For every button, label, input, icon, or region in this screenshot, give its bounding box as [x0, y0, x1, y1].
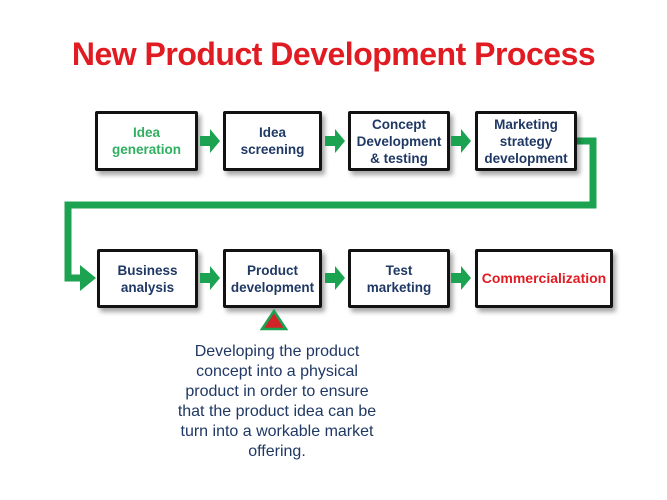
- stage-label-test-marketing: Test marketing: [366, 262, 432, 295]
- red-triangle-pointer-icon: [259, 308, 289, 331]
- page-title: New Product Development Process: [71, 36, 596, 72]
- stage-box-product-development: Product development: [223, 249, 322, 308]
- stage-box-business-analysis: Business analysis: [97, 249, 198, 308]
- flow-arrow-icon: [451, 129, 471, 153]
- stage-label-business-analysis: Business analysis: [117, 262, 178, 295]
- stage-label-idea-screening: Idea screening: [240, 125, 305, 157]
- flow-arrow-icon: [200, 129, 220, 153]
- stage-box-concept-development-testing: Concept Development & testing: [348, 111, 450, 171]
- stage-box-idea-generation: Idea generation: [95, 111, 198, 171]
- stage-box-commercialization: Commercialization: [475, 249, 613, 308]
- flow-arrow-icon: [325, 266, 345, 290]
- flow-arrow-icon: [451, 266, 471, 290]
- product-development-annotation: Developing the product concept into a ph…: [177, 343, 377, 460]
- stage-box-marketing-strategy-development: Marketing strategy development: [475, 111, 577, 171]
- stage-label-commercialization: Commercialization: [481, 270, 607, 286]
- stage-label-idea-generation: Idea generation: [111, 125, 181, 157]
- flow-arrow-icon: [325, 129, 345, 153]
- stage-label-product-development: Product development: [230, 262, 315, 295]
- flow-arrow-icon: [200, 266, 220, 290]
- stage-label-marketing-strategy-development: Marketing strategy development: [484, 116, 568, 166]
- stage-box-idea-screening: Idea screening: [223, 111, 322, 171]
- stage-box-test-marketing: Test marketing: [348, 249, 450, 308]
- stage-label-concept-development-testing: Concept Development & testing: [356, 116, 442, 166]
